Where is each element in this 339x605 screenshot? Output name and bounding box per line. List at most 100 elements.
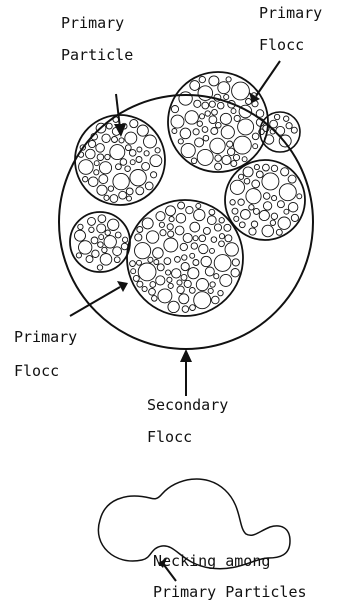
- primary-particle: [251, 221, 257, 227]
- primary-particle: [105, 154, 110, 159]
- primary-particle: [79, 160, 94, 175]
- primary-particle: [262, 173, 279, 190]
- primary-particle: [181, 274, 187, 280]
- primary-particle: [137, 260, 142, 265]
- primary-particle: [97, 154, 104, 161]
- primary-particle: [186, 206, 193, 213]
- primary-particle: [185, 111, 198, 124]
- arrow-primary-flocc-top: [249, 61, 280, 103]
- label-primary-flocc-left-line2: Flocc: [14, 362, 59, 380]
- primary-particle: [97, 185, 107, 195]
- primary-particle: [270, 120, 278, 128]
- primary-particle: [249, 228, 256, 235]
- primary-particle: [177, 280, 182, 285]
- primary-particle: [142, 286, 147, 291]
- primary-particle: [167, 277, 172, 282]
- primary-particle: [137, 281, 143, 287]
- primary-particle: [190, 253, 195, 258]
- primary-particle: [202, 102, 209, 109]
- primary-particle: [193, 129, 199, 135]
- primary-particle: [98, 215, 106, 223]
- primary-particle: [271, 165, 277, 171]
- primary-particle: [151, 172, 157, 178]
- primary-particle: [150, 282, 156, 288]
- primary-particle: [178, 139, 183, 144]
- primary-particle: [215, 163, 222, 170]
- primary-particle: [168, 301, 179, 312]
- label-secondary-flocc-line2: Flocc: [147, 428, 192, 446]
- primary-particle: [230, 180, 244, 194]
- primary-particle: [199, 235, 206, 242]
- primary-particle: [116, 164, 122, 170]
- primary-particle: [97, 265, 102, 270]
- primary-particle: [184, 280, 191, 287]
- primary-particle: [152, 296, 158, 302]
- primary-particle: [89, 227, 94, 232]
- primary-particle: [113, 173, 129, 189]
- primary-particle: [166, 270, 171, 275]
- primary-particle: [246, 189, 261, 204]
- primary-particle: [177, 286, 184, 293]
- primary-particle: [190, 305, 196, 311]
- primary-particle: [97, 224, 106, 233]
- primary-particle: [220, 113, 231, 124]
- primary-particle: [238, 119, 254, 135]
- primary-particle: [131, 269, 136, 274]
- primary-particle: [127, 196, 132, 201]
- primary-particle: [256, 110, 264, 118]
- primary-particle: [171, 106, 178, 113]
- primary-particle: [99, 235, 104, 240]
- primary-particle: [137, 125, 148, 136]
- primary-particle: [189, 288, 195, 294]
- primary-particle: [291, 127, 297, 133]
- primary-particle: [276, 229, 282, 235]
- label-necking-line1: Necking among: [153, 552, 270, 570]
- primary-particle: [196, 279, 208, 291]
- primary-particle: [164, 238, 178, 252]
- label-primary-particle-line1: Primary: [61, 14, 124, 32]
- primary-particle: [246, 99, 252, 105]
- primary-particle: [183, 233, 192, 242]
- primary-particle: [86, 256, 93, 263]
- primary-particle: [210, 248, 215, 253]
- primary-particle: [108, 219, 119, 230]
- primary-particle: [211, 128, 218, 135]
- primary-particle: [194, 209, 205, 220]
- primary-particle: [137, 227, 143, 233]
- primary-particle: [156, 276, 165, 285]
- primary-particle: [259, 210, 269, 220]
- primary-particle: [271, 213, 277, 219]
- primary-particle: [136, 157, 142, 163]
- primary-particle: [138, 263, 156, 281]
- primary-particle: [113, 117, 119, 123]
- primary-particle: [179, 294, 189, 304]
- primary-particle: [106, 123, 112, 129]
- primary-particle: [155, 148, 160, 153]
- primary-particle: [196, 203, 201, 208]
- primary-particle: [104, 195, 109, 200]
- primary-particle: [219, 218, 224, 223]
- primary-particle: [159, 222, 164, 227]
- primary-particle: [112, 137, 118, 143]
- label-necking-line2: Primary Particles: [153, 583, 307, 601]
- primary-particle: [195, 138, 204, 147]
- primary-particle: [125, 145, 131, 151]
- primary-particle: [181, 263, 189, 271]
- primary-particle: [104, 236, 116, 248]
- primary-particle: [96, 144, 105, 153]
- primary-particle: [198, 86, 213, 101]
- primary-particle: [129, 150, 136, 157]
- primary-particle: [167, 224, 173, 230]
- primary-particle: [154, 260, 159, 265]
- primary-particle: [203, 227, 210, 234]
- primary-particle: [274, 114, 279, 119]
- primary-particle: [142, 162, 150, 170]
- primary-particle: [253, 144, 258, 149]
- primary-particle: [291, 214, 298, 221]
- primary-particle: [284, 116, 289, 121]
- primary-particle: [216, 122, 222, 128]
- primary-particle: [199, 76, 205, 82]
- primary-particle: [100, 253, 112, 265]
- primary-particle: [217, 102, 224, 109]
- primary-particle: [121, 243, 128, 250]
